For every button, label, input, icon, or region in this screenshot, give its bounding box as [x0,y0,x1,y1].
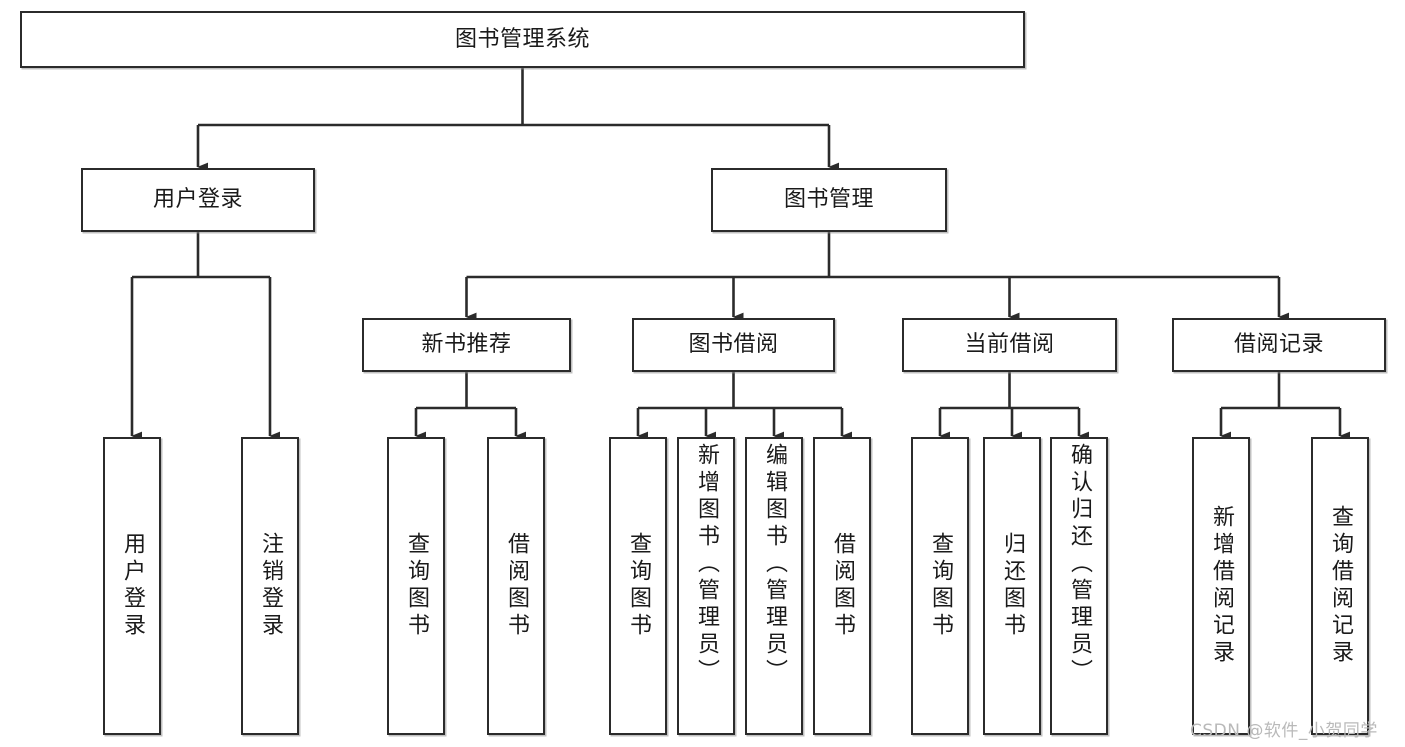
node-leaf-borrow-book-1[interactable]: 借阅图书 [487,437,545,735]
node-leaf-add-book-admin[interactable]: 新增图书（管理员） [677,437,735,735]
node-book-manage-label: 图书管理 [783,187,874,213]
node-leaf-borrow-book-2-label: 借阅图书 [830,532,855,640]
node-leaf-query-book-1[interactable]: 查询图书 [387,437,445,735]
node-leaf-query-book-3-label: 查询图书 [928,532,953,640]
node-leaf-user-logout[interactable]: 注销登录 [241,437,299,735]
node-leaf-user-login[interactable]: 用户登录 [103,437,161,735]
node-leaf-query-book-2[interactable]: 查询图书 [609,437,667,735]
node-new-book-rec-label: 新书推荐 [421,332,512,358]
node-leaf-query-book-3[interactable]: 查询图书 [911,437,969,735]
node-leaf-query-book-1-label: 查询图书 [404,532,429,640]
node-book-manage[interactable]: 图书管理 [711,168,947,232]
node-borrow-record[interactable]: 借阅记录 [1172,318,1386,372]
node-leaf-add-borrow-record-label: 新增借阅记录 [1209,505,1234,667]
node-leaf-user-logout-label: 注销登录 [258,532,283,640]
node-root-label: 图书管理系统 [454,26,590,52]
node-leaf-query-borrow-record-label: 查询借阅记录 [1328,505,1353,667]
node-user-login[interactable]: 用户登录 [81,168,315,232]
node-leaf-edit-book-admin[interactable]: 编辑图书（管理员） [745,437,803,735]
node-leaf-confirm-return-admin-label: 确认归还（管理员） [1067,443,1092,686]
node-leaf-user-login-label: 用户登录 [120,532,145,640]
node-borrow-record-label: 借阅记录 [1233,332,1324,358]
node-book-borrow[interactable]: 图书借阅 [632,318,835,372]
node-leaf-return-book-label: 归还图书 [1000,532,1025,640]
node-leaf-add-borrow-record[interactable]: 新增借阅记录 [1192,437,1250,735]
node-leaf-return-book[interactable]: 归还图书 [983,437,1041,735]
node-leaf-edit-book-admin-label: 编辑图书（管理员） [762,443,787,686]
node-leaf-borrow-book-1-label: 借阅图书 [504,532,529,640]
node-leaf-query-book-2-label: 查询图书 [626,532,651,640]
node-leaf-query-borrow-record[interactable]: 查询借阅记录 [1311,437,1369,735]
node-leaf-borrow-book-2[interactable]: 借阅图书 [813,437,871,735]
connector-lines [130,68,1351,441]
node-current-borrow-label: 当前借阅 [964,332,1055,358]
node-root[interactable]: 图书管理系统 [20,11,1025,68]
csdn-watermark: CSDN @软件_小贺同学 [1190,721,1378,741]
node-book-borrow-label: 图书借阅 [688,332,779,358]
node-leaf-confirm-return-admin[interactable]: 确认归还（管理员） [1050,437,1108,735]
node-leaf-add-book-admin-label: 新增图书（管理员） [694,443,719,686]
node-current-borrow[interactable]: 当前借阅 [902,318,1117,372]
node-new-book-rec[interactable]: 新书推荐 [362,318,571,372]
node-user-login-label: 用户登录 [152,187,243,213]
